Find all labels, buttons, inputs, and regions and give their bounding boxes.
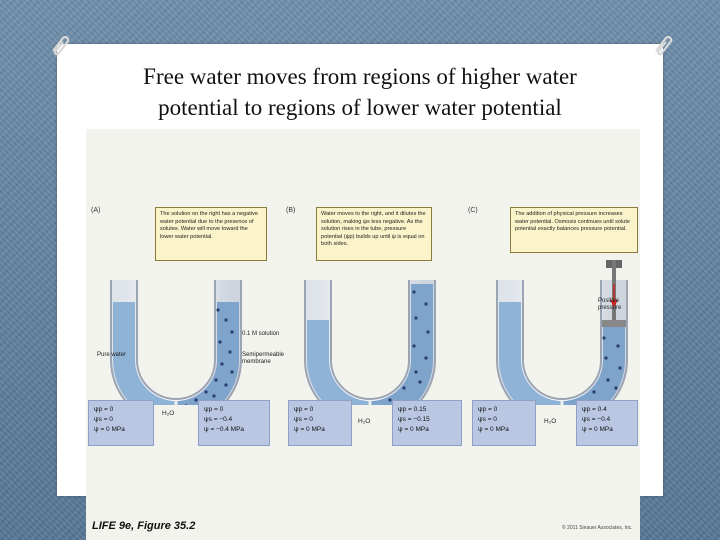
- panel-letter-b: (B): [286, 207, 296, 214]
- panel-c-note: The addition of physical pressure increa…: [510, 207, 638, 253]
- panel-a-note: The solution on the right has a negative…: [155, 207, 267, 261]
- title-line: potential to regions of lower water pote…: [158, 95, 562, 120]
- panel-c-left-potential: ψp = 0 ψs = 0 ψ = 0 MPa: [472, 400, 536, 446]
- u-tube-c: [496, 260, 628, 405]
- solution-label: 0.1 M solution: [242, 331, 280, 337]
- panel-a-right-potential: ψp = 0 ψs = −0.4 ψ = −0.4 MPa: [198, 400, 270, 446]
- positive-pressure-label: Positive pressure: [598, 298, 622, 311]
- pure-water-label: Pure water: [97, 352, 127, 358]
- paperclip-icon: [655, 36, 673, 56]
- slide-title: Free water moves from regions of higher …: [60, 61, 660, 123]
- panel-b-right-potential: ψp = 0.15 ψs = −0.15 ψ = 0 MPa: [392, 400, 462, 446]
- title-line: Free water moves from regions of higher …: [143, 64, 577, 89]
- panel-c-h2o: H₂O: [544, 418, 557, 425]
- panel-a-left-potential: ψp = 0 ψs = 0 ψ = 0 MPa: [88, 400, 154, 446]
- panel-letter-c: (C): [468, 207, 478, 214]
- osmosis-figure: [86, 129, 640, 540]
- u-tube-diagrams: [110, 260, 628, 405]
- figure-caption: LIFE 9e, Figure 35.2: [92, 520, 195, 532]
- panel-b-note: Water moves to the right, and it dilutes…: [316, 207, 432, 261]
- u-tube-a: [110, 280, 242, 405]
- caption-figure: , Figure 35.2: [131, 520, 196, 532]
- caption-book: LIFE 9e: [92, 520, 132, 532]
- u-tube-b: [304, 280, 436, 405]
- panel-c-right-potential: ψp = 0.4 ψs = −0.4 ψ = 0 MPa: [576, 400, 638, 446]
- membrane-label: Semipermeable membrane: [242, 352, 285, 365]
- panel-b-h2o: H₂O: [358, 418, 371, 425]
- panel-b-left-potential: ψp = 0 ψs = 0 ψ = 0 MPa: [288, 400, 352, 446]
- paperclip-icon: [52, 36, 70, 56]
- copyright-text: © 2011 Sinauer Associates, Inc.: [562, 525, 633, 531]
- panel-letter-a: (A): [91, 207, 101, 214]
- panel-a-h2o: H₂O: [162, 410, 175, 417]
